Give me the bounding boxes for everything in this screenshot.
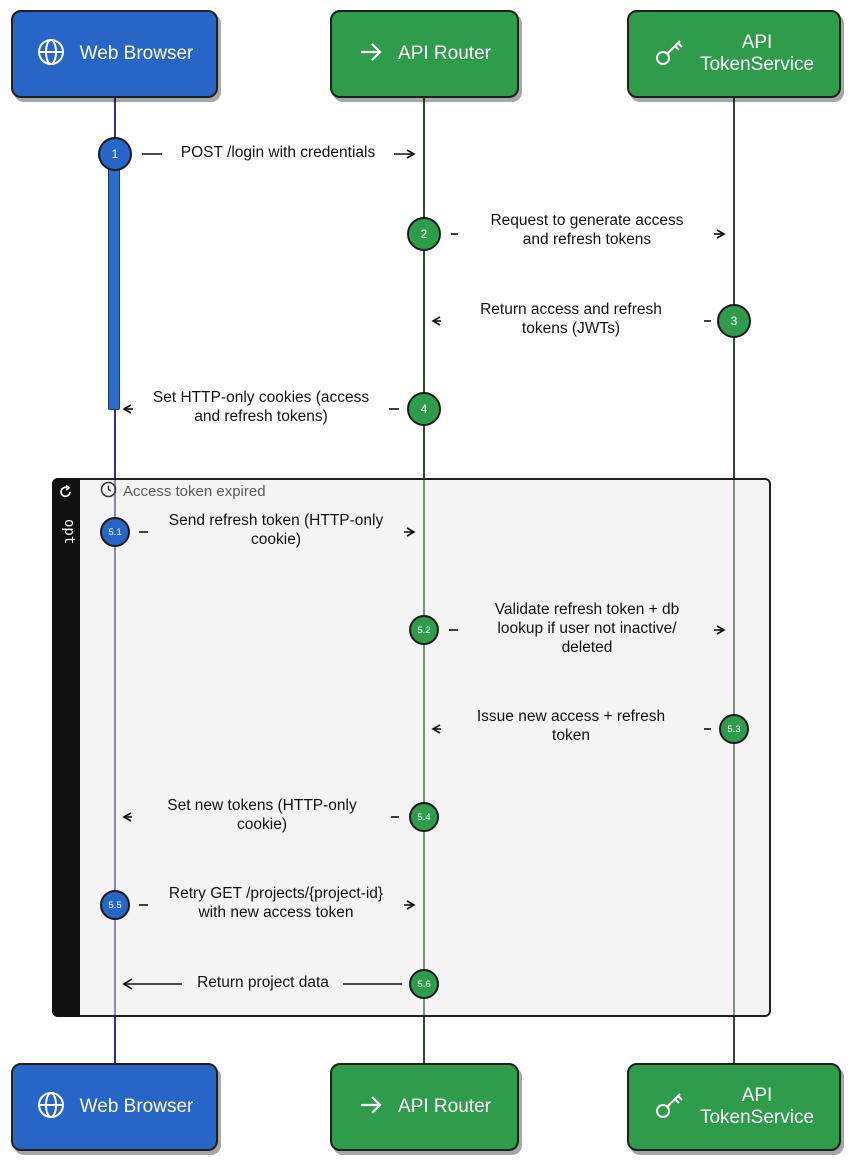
actor-api-router-bottom: API Router [330, 1063, 519, 1151]
step-badge-1: 1 [98, 137, 132, 171]
arrow-right-icon [358, 1092, 384, 1123]
router-lifeline-inner [423, 480, 425, 1015]
step-badge-5-6: 5.6 [409, 969, 439, 999]
message-label-5-5: Retry GET /projects/{project-id}with new… [168, 885, 384, 921]
opt-frame-sidebar [52, 478, 80, 1017]
step-badge-3: 3 [717, 304, 751, 338]
opt-condition: Access token expired [123, 482, 266, 500]
step-badge-5-2: 5.2 [409, 615, 439, 645]
step-badge-5-4: 5.4 [409, 802, 439, 832]
token-lifeline-inner [733, 480, 735, 1015]
step-badge-5-5: 5.5 [100, 890, 130, 920]
globe-icon [36, 37, 66, 72]
clock-icon [100, 481, 117, 502]
actor-api-router-top: API Router [330, 10, 519, 98]
actor-label: Web Browser [79, 1096, 194, 1117]
actor-web-browser-top: Web Browser [11, 10, 218, 98]
arrow-right-icon [358, 39, 384, 70]
key-icon [654, 1089, 686, 1126]
message-label-1: POST /login with credentials [180, 144, 376, 161]
actor-web-browser-bottom: Web Browser [11, 1063, 218, 1151]
message-label-5-6: Return project data [197, 974, 329, 991]
step-badge-2: 2 [407, 217, 441, 251]
globe-icon [36, 1090, 66, 1125]
actor-label: Web Browser [79, 43, 194, 64]
loop-arrow-icon [58, 484, 74, 500]
actor-label: API Router [398, 43, 491, 64]
browser-lifeline-inner [114, 480, 116, 1015]
step-badge-4: 4 [407, 392, 441, 426]
key-icon [654, 36, 686, 73]
actor-label: API Router [398, 1096, 491, 1117]
opt-frame-title: Access token expired [100, 481, 266, 501]
step-badge-5-3: 5.3 [719, 714, 749, 744]
step-badge-5-1: 5.1 [100, 517, 130, 547]
